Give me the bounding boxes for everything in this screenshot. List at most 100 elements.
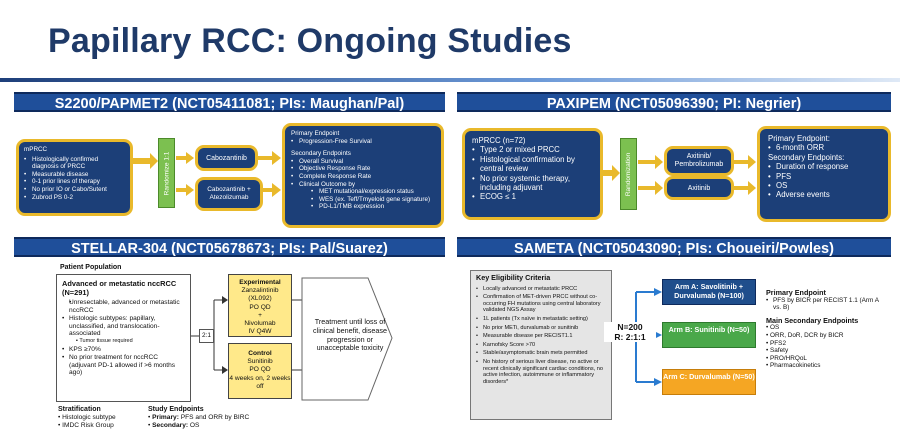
paxipem-endpoints-box: Primary Endpoint: 6-month ORR Secondary … [757, 126, 891, 222]
sameta-header: SAMETA (NCT05043090; PIs: Choueiri/Powle… [457, 237, 891, 257]
stellar-outcome: Treatment until loss of clinical benefit… [313, 317, 387, 353]
list-item: PD-L1/TMB expression [311, 203, 435, 211]
list-item: Stable/asymptomatic brain mets permitted [476, 350, 606, 357]
s2200-population-box: mPRCC Histologically confirmed diagnosis… [16, 139, 133, 216]
stellar-study-endpoints: Study Endpoints • Primary: PFS and ORR b… [148, 406, 249, 429]
list-item: Zubrod PS 0-2 [24, 194, 125, 202]
stellar-strat-title: Stratification [58, 406, 101, 413]
sameta-eligibility-box: Key Eligibility Criteria Locally advance… [470, 270, 612, 420]
list-item: •No prior treatment for nccRCC (adjuvant… [62, 353, 176, 377]
sameta-endpoints: Primary Endpoint •PFS by BICR per RECIST… [766, 289, 888, 370]
title-divider [0, 78, 900, 82]
stellar-experimental-box: Experimental Zanzalintinib (XL092) PO QD… [228, 274, 292, 337]
s2200-secondary-title: Secondary Endpoints [291, 150, 351, 158]
sameta-n: N=200 [617, 322, 643, 332]
list-item: No prior METi, durvalumab or sunitinib [476, 325, 606, 332]
page-title: Papillary RCC: Ongoing Studies [48, 22, 572, 60]
stellar-endpoints-title: Study Endpoints [148, 406, 204, 413]
s2200-arm-cabozantinib: Cabozantinib [195, 145, 258, 171]
s2200-population-title: mPRCC [24, 146, 48, 153]
sameta-primary-title: Primary Endpoint [766, 288, 826, 297]
stellar-ctrl-title: Control [248, 350, 272, 357]
list-item: •KPS ≥70% [62, 345, 101, 353]
list-item: Locally advanced or metastatic PRCC [476, 286, 606, 293]
sameta-ratio: R: 2:1:1 [614, 332, 646, 342]
sameta-arm-a: Arm A: Savolitinib + Durvalumab (N=100) [662, 279, 756, 305]
list-item: Type 2 or mixed PRCC [472, 145, 593, 155]
stellar-pop-title: Advanced or metastatic nccRCC (N=291) [62, 279, 177, 297]
s2200-header: S2200/PAPMET2 (NCT05411081; PIs: Maughan… [14, 92, 445, 112]
list-item: Complete Response Rate [291, 173, 435, 181]
list-item: Measurable disease [24, 171, 125, 179]
sameta-elig-title: Key Eligibility Criteria [476, 273, 551, 282]
stellar-population-box: Advanced or metastatic nccRCC (N=291) •U… [56, 274, 191, 402]
list-item: 1L patients (Tx naïve in metastatic sett… [476, 316, 606, 323]
s2200-arrow-in [132, 153, 158, 169]
stellar-ratio: 2:1 [199, 329, 214, 343]
paxipem-header: PAXIPEM (NCT05096390; PI: Negrier) [457, 92, 891, 112]
list-item: MET mutational/expression status [311, 188, 435, 196]
s2200-endpoints-box: Primary Endpoint Progression-Free Surviv… [282, 123, 444, 228]
list-item: • ORR, DoR, DCR by BICR [766, 331, 844, 339]
list-item: Histological confirmation by central rev… [472, 155, 593, 174]
stellar-ctrl-line: PO QD [249, 366, 271, 374]
s2200-arm-combo: Cabozantinib + Atezolizumab [195, 177, 263, 211]
stellar-exp-line: PO QD [249, 303, 271, 311]
list-item: • OS [766, 324, 780, 332]
list-item: OS [768, 181, 880, 191]
list-item: ECOG ≤ 1 [472, 192, 593, 202]
list-item: Progression-Free Survival [291, 138, 435, 146]
stellar-stratification: Stratification • Histologic subtype • IM… [58, 406, 116, 429]
s2200-primary-title: Primary Endpoint [291, 130, 340, 137]
list-item: Adverse events [768, 190, 880, 200]
list-item: •PFS by BICR per RECIST 1.1 (Arm A vs. B… [766, 296, 879, 312]
sameta-arm-c: Arm C: Durvalumab (N=50) [662, 369, 756, 395]
list-item: • IMDC Risk Group [58, 421, 114, 429]
list-item: Duration of response [768, 162, 880, 172]
list-item: • Pharmacokinetics [766, 362, 821, 370]
paxipem-arm-combo: Axitinib/ Pembrolizumab [664, 146, 734, 176]
list-item: •Unresectable, advanced or metastatic nc… [69, 299, 180, 314]
list-item: •Histologic subtypes: papillary, unclass… [62, 314, 160, 338]
list-item: Overall Survival [291, 158, 435, 166]
stellar-header: STELLAR-304 (NCT05678673; PIs: Pal/Suare… [14, 237, 445, 257]
list-item: Confirmation of MET-driven PRCC without … [476, 294, 606, 314]
list-item: 6-month ORR [768, 143, 880, 153]
list-item: • PFS2 [766, 339, 786, 347]
stellar-ctrl-line: Sunitinib [247, 358, 273, 366]
list-item: Karnofsky Score >70 [476, 342, 606, 349]
list-item: • Primary: PFS and ORR by BIRC [148, 413, 250, 421]
list-item: Clinical Outcome by [291, 181, 435, 189]
list-item: • Secondary: OS [148, 421, 200, 429]
paxipem-primary-title: Primary Endpoint: [768, 134, 830, 143]
list-item: Histologically confirmed diagnosis of PR… [24, 156, 125, 171]
paxipem-randomization: Randomization [620, 138, 637, 210]
list-item: No prior IO or Cabo/Sutent [24, 186, 125, 194]
paxipem-arm-axitinib: Axitinib [664, 176, 734, 200]
paxipem-population-title: mPRCC (n=72) [472, 136, 526, 145]
stellar-exp-line: + [258, 311, 262, 319]
list-item: Measurable disease per RECIST1.1 [476, 333, 606, 340]
stellar-ctrl-line: 4 weeks on, 2 weeks off [229, 374, 291, 390]
s2200-randomize: Randomize 1:1 [158, 138, 175, 208]
stellar-exp-line: Nivolumab [244, 320, 276, 328]
stellar-exp-line: IV Q4W [248, 328, 272, 336]
stellar-control-box: Control Sunitinib PO QD 4 weeks on, 2 we… [228, 343, 292, 399]
list-item: No history of serious liver disease, no … [476, 359, 606, 385]
sameta-randomization: N=200 R: 2:1:1 [604, 322, 656, 342]
sameta-secondary-title: Main Secondary Endpoints [766, 315, 859, 325]
list-item: Objective Response Rate [291, 165, 435, 173]
stellar-pop-label: Patient Population [60, 264, 122, 271]
sameta-arm-b: Arm B: Sunitinib (N=50) [662, 322, 756, 348]
list-item: No prior systemic therapy, including adj… [472, 174, 593, 193]
stellar-exp-line: Zanzalintinib (XL092) [241, 287, 279, 303]
paxipem-population-box: mPRCC (n=72) Type 2 or mixed PRCC Histol… [462, 128, 603, 220]
list-item: 0-1 prior lines of therapy [24, 178, 125, 186]
list-item: • Safety [766, 347, 789, 355]
list-item: WES (ex. Teff/Tmyeloid gene signature) [311, 196, 435, 204]
stellar-exp-title: Experimental [239, 279, 281, 286]
list-item: • Histologic subtype [58, 413, 116, 421]
list-item: PFS [768, 172, 880, 182]
paxipem-secondary-title: Secondary Endpoints: [768, 152, 845, 162]
